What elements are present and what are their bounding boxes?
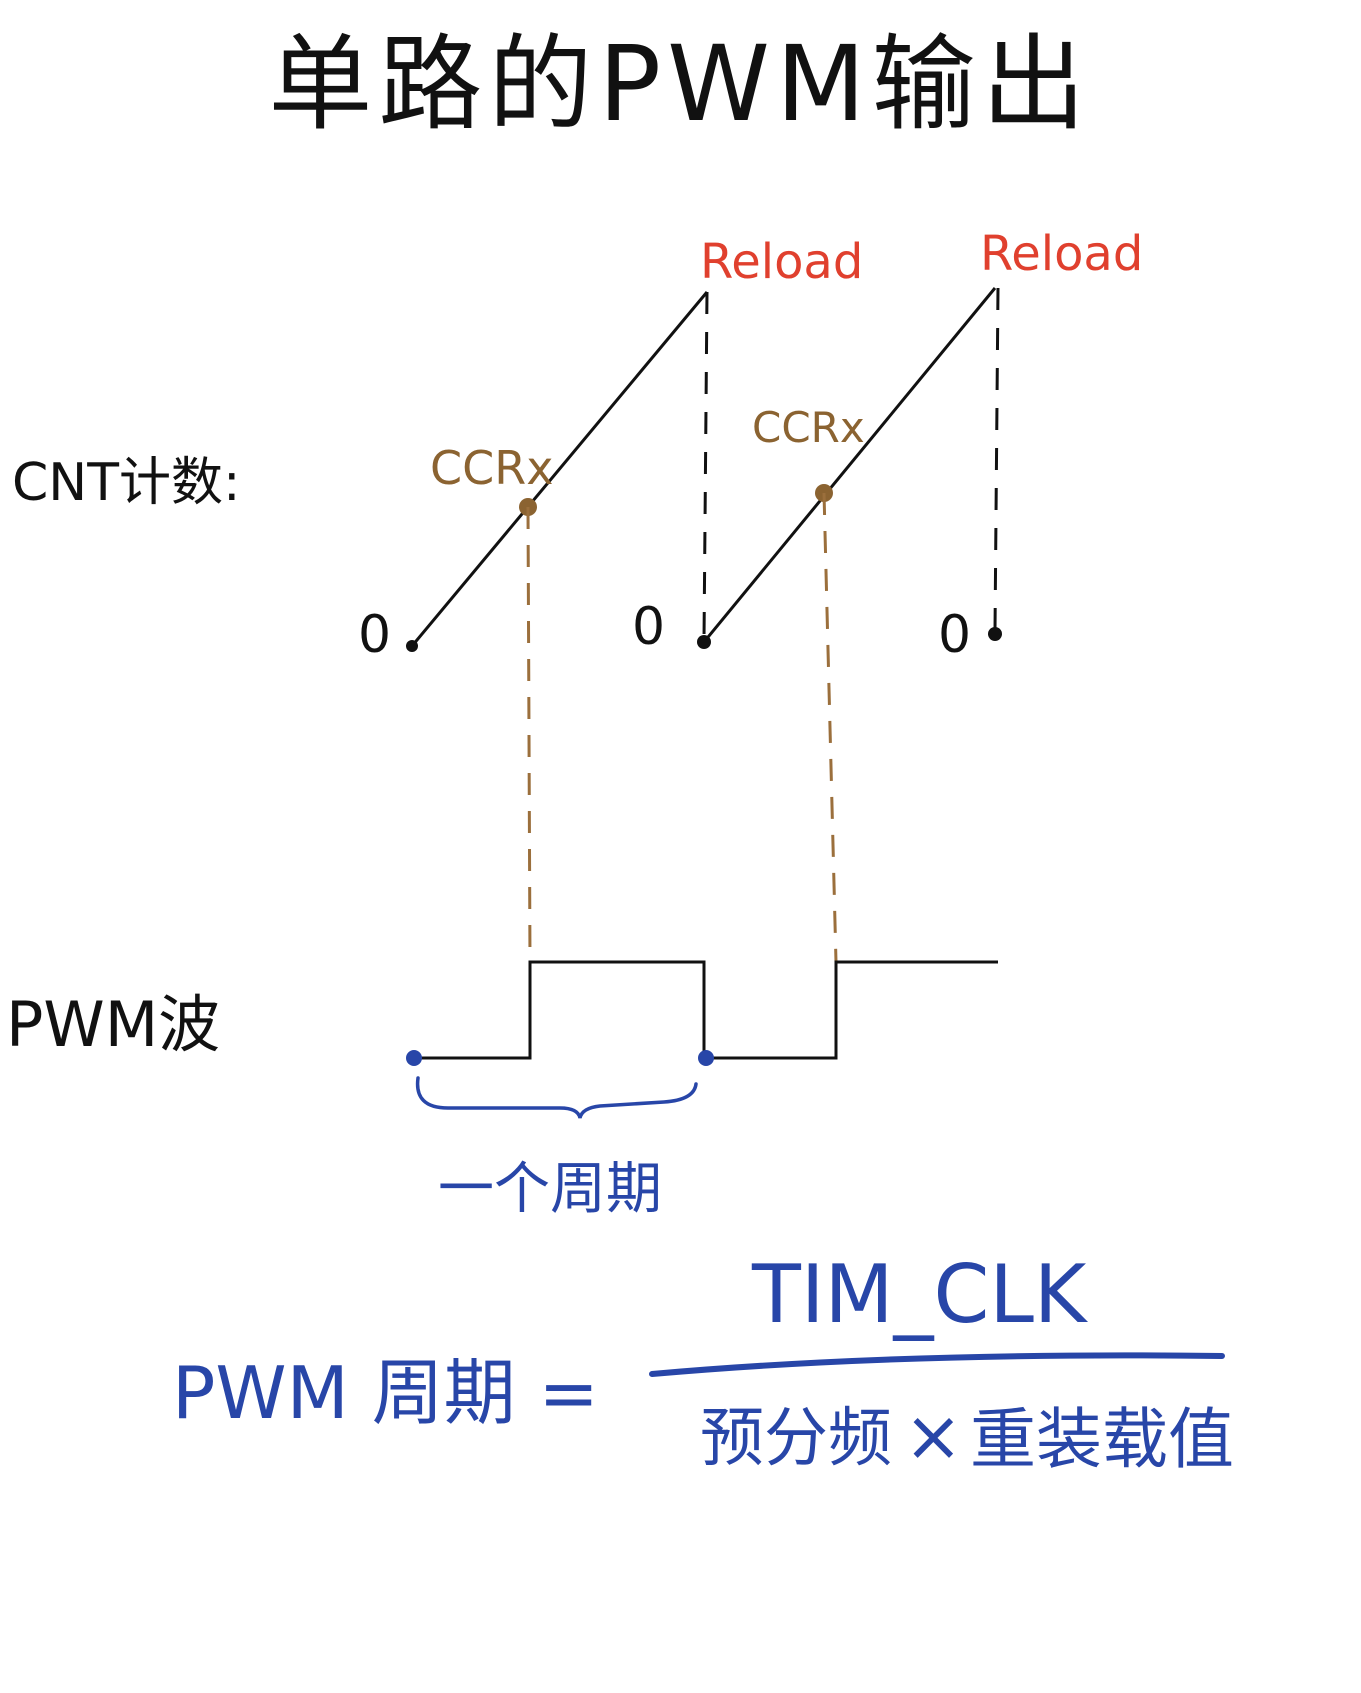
pwm-wave-label: PWM波 [6,988,220,1061]
zero-label-2: 0 [632,597,665,657]
one-period-label: 一个周期 [438,1157,662,1222]
counter-ramp-1 [410,291,709,647]
period-end-dot [698,1050,714,1066]
ccrx-projection-1 [526,506,532,963]
reload-dashed-lines [702,287,1000,641]
formula-denominator-prescaler: 预分频 [700,1402,892,1476]
period-start-dot [406,1050,422,1066]
zero-label-1: 0 [358,605,391,665]
reload-label-2: Reload [980,226,1143,282]
counter-ramp-2 [702,287,997,643]
reload-drop-2 [993,287,1000,631]
cnt-label: CNT计数: [12,453,241,513]
zero-point-2 [697,635,711,649]
zero-point-3 [988,627,1002,641]
zero-point-1 [406,640,418,652]
pwm-waveform [412,960,998,1060]
reload-drop-1 [702,291,709,641]
reload-label-1: Reload [700,234,863,290]
pwm-period-formula: PWM 周期 = TIM_CLK 预分频 × 重装载值 [172,1248,1234,1478]
ccrx-label-1: CCRx [430,441,553,495]
ccrx-projection-lines [526,492,838,963]
formula-fraction-bar [649,1352,1225,1377]
formula-lhs: PWM 周期 = [172,1351,599,1435]
zero-label-3: 0 [938,605,971,665]
formula-denominator-reload: 重装载值 [970,1401,1234,1478]
ccrx-label-2: CCRx [752,403,865,452]
formula-numerator: TIM_CLK [751,1248,1089,1341]
period-brace [415,1076,698,1119]
page-title: 单路的PWM输出 [268,23,1091,145]
formula-times-sign: × [904,1395,963,1477]
counter-sawtooth [410,287,997,647]
ccrx-projection-2 [822,492,838,963]
